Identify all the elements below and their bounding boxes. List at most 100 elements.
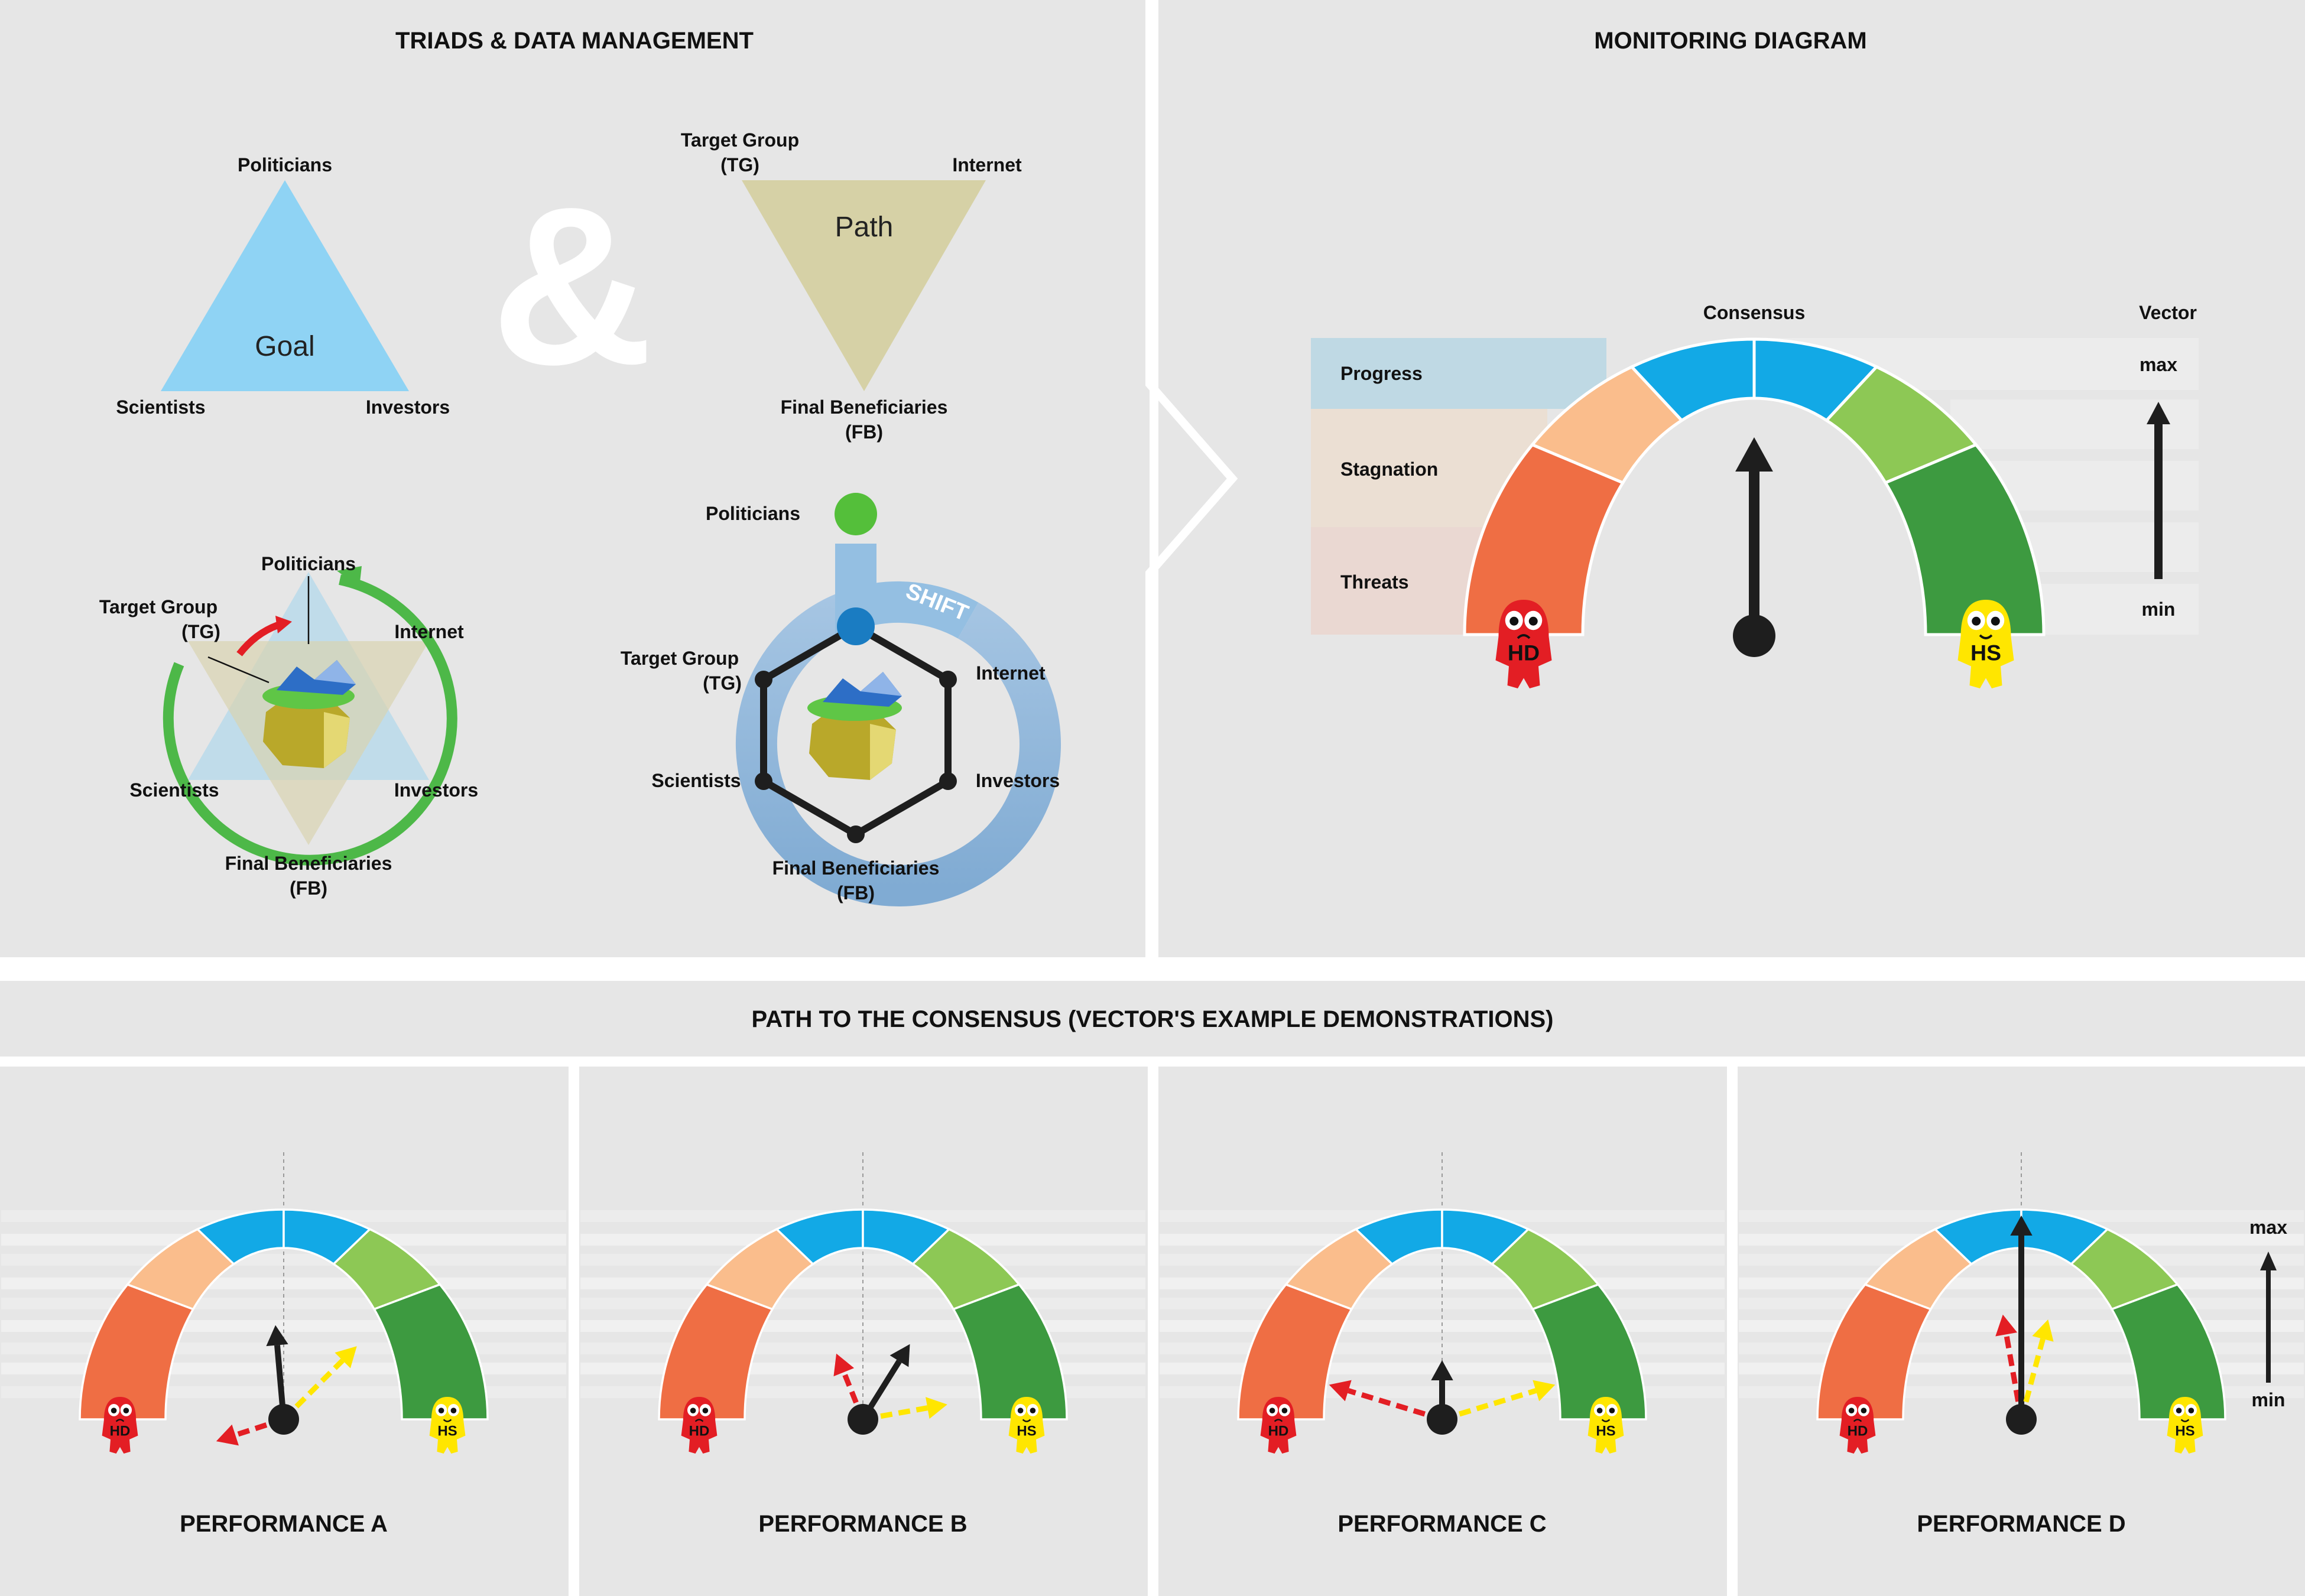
performance-c-gauge: HD HS — [1160, 1152, 1725, 1454]
monster-label: HD — [1268, 1423, 1289, 1439]
monitoring-title: MONITORING DIAGRAM — [1594, 28, 1866, 54]
performance-b-title: PERFORMANCE B — [758, 1511, 967, 1537]
monster-mouth — [1517, 634, 1531, 639]
performance-a-gauge: HD HS — [1, 1152, 566, 1454]
monster-pupil — [1269, 1408, 1275, 1413]
monster-pupil — [450, 1408, 457, 1413]
hd-monster-icon: HD — [1260, 1397, 1297, 1454]
red-vector-arrow-head — [216, 1424, 239, 1446]
yellow-vector-arrow-head — [2032, 1319, 2054, 1342]
shift-crystal-icon — [807, 672, 902, 780]
progress-band — [1311, 338, 1606, 409]
consensus-label: Consensus — [1703, 302, 1805, 323]
monster-label: HD — [110, 1423, 131, 1439]
performance-d-gauge: HD HS — [1739, 1152, 2304, 1454]
monster-pupil — [1861, 1408, 1867, 1413]
performance-c-title: PERFORMANCE C — [1337, 1511, 1546, 1537]
hs-monster-icon: HS — [1957, 600, 2014, 688]
monster-mouth — [443, 1419, 452, 1422]
cycle-diagram: Politicians Target Group (TG) Internet S… — [99, 553, 478, 899]
monster-pupil — [1528, 616, 1538, 626]
monster-label: HS — [2175, 1423, 2194, 1439]
green-ball-icon — [835, 493, 877, 535]
monster-label: HS — [437, 1423, 457, 1439]
cycle-green-arc — [163, 574, 457, 866]
threats-label: Threats — [1340, 571, 1409, 593]
shift-diagram: SHIFT Politicians Target Group (TG) Inte… — [621, 493, 1061, 906]
shift-fb-abbr: (FB) — [837, 882, 875, 903]
cycle-fb-label: Final Beneficiaries — [225, 853, 392, 874]
red-vector-arrow-head — [1995, 1314, 2018, 1337]
cycle-politicians-label: Politicians — [261, 553, 356, 574]
hexagon-node — [755, 671, 772, 688]
monster-pupil — [111, 1408, 117, 1413]
perf-d-max-label: max — [2249, 1217, 2287, 1238]
path-fb-abbr: (FB) — [845, 421, 883, 443]
cycle-investors-label: Investors — [394, 779, 478, 801]
ampersand: & — [491, 160, 653, 411]
performance-a-title: PERFORMANCE A — [180, 1511, 388, 1537]
hexagon-node — [755, 772, 772, 790]
black-vector-arrow-head — [2010, 1215, 2033, 1236]
vector-label: Vector — [2139, 302, 2197, 323]
goal-right-label: Investors — [366, 396, 450, 418]
hs-monster-icon: HS — [1008, 1397, 1045, 1454]
perf-d-scale-arrowhead — [2260, 1252, 2277, 1270]
monster-pupil — [1017, 1408, 1024, 1413]
monster-pupil — [438, 1408, 444, 1413]
monster-label: HD — [1848, 1423, 1868, 1439]
consensus-vector-arrow-head — [1735, 437, 1773, 472]
cycle-tg-abbr: (TG) — [181, 621, 220, 642]
chevron-divider — [1145, 0, 1238, 957]
black-vector-arrow-head — [1431, 1360, 1453, 1380]
vector-scale-arrowhead — [2147, 402, 2170, 424]
monster-mouth — [115, 1419, 125, 1422]
monster-pupil — [2188, 1408, 2194, 1413]
goal-top-label: Politicians — [238, 154, 332, 175]
monster-pupil — [1030, 1408, 1036, 1413]
hexagon-node — [847, 825, 865, 843]
dark-green-segment — [1883, 443, 2046, 636]
yellow-vector-arrow-head — [926, 1397, 947, 1419]
cycle-scientists-label: Scientists — [129, 779, 219, 801]
monster-mouth — [694, 1419, 704, 1422]
gauge-pivot — [1733, 615, 1775, 657]
yellow-vector-arrow — [2018, 1338, 2046, 1421]
monster-pupil — [1848, 1408, 1855, 1413]
hs-monster-icon: HS — [1587, 1397, 1624, 1454]
shift-band-top — [835, 544, 979, 639]
hd-monster-icon: HD — [102, 1397, 138, 1454]
monster-mouth — [1601, 1419, 1611, 1422]
path-internet-label: Internet — [952, 154, 1022, 175]
monster-pupil — [2176, 1408, 2182, 1413]
gauge-pivot — [268, 1404, 299, 1435]
cycle-fb-abbr: (FB) — [290, 877, 327, 899]
hs-monster-icon: HS — [2167, 1397, 2203, 1454]
red-vector-arrow — [2004, 1334, 2024, 1420]
monster-label: HD — [1508, 641, 1540, 665]
triads-panel — [0, 0, 1150, 957]
gauge-pivot — [1427, 1404, 1457, 1435]
monster-pupil — [702, 1408, 709, 1413]
monster-label: HS — [1596, 1423, 1615, 1439]
stagnation-label: Stagnation — [1340, 459, 1438, 480]
shift-tg-label: Target Group — [621, 648, 739, 669]
monster-pupil — [1972, 616, 1981, 626]
red-vector-arrow-head — [833, 1353, 855, 1377]
monster-label: HS — [1017, 1423, 1036, 1439]
path-label: Path — [835, 212, 894, 243]
shift-internet-label: Internet — [976, 662, 1046, 684]
monster-pupil — [1596, 1408, 1603, 1413]
yellow-vector-arrow-head — [1533, 1380, 1556, 1402]
monster-pupil — [1609, 1408, 1615, 1413]
monitoring-gauge: HD HS — [1463, 337, 2046, 688]
vector-max-label: max — [2140, 354, 2177, 375]
monster-pupil — [1281, 1408, 1288, 1413]
red-vector-arrow-head — [1329, 1380, 1352, 1402]
progress-label: Progress — [1340, 363, 1423, 384]
path-tg-abbr: (TG) — [720, 154, 759, 175]
gauge-pivot — [2006, 1404, 2037, 1435]
monster-label: HS — [1970, 641, 2001, 665]
blue-ball-icon — [837, 607, 875, 645]
